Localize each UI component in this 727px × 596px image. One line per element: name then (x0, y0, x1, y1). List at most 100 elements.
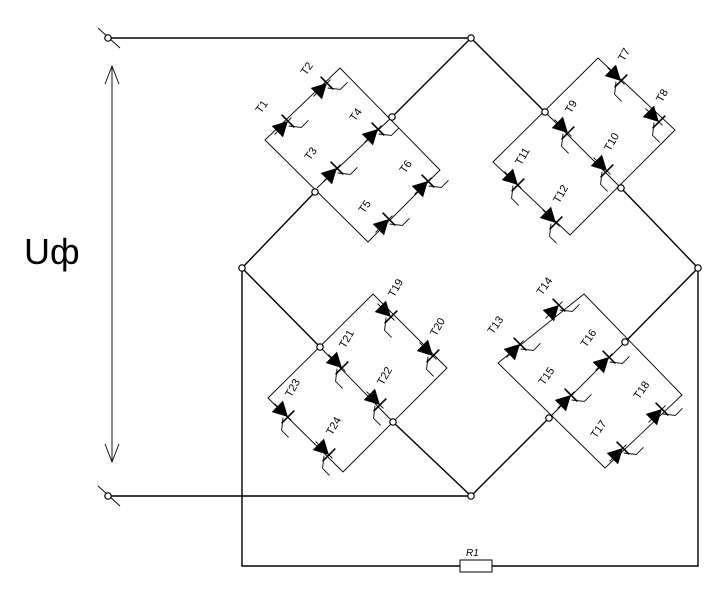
thyristor-triangle (551, 116, 568, 133)
thyristor-triangle (312, 438, 329, 455)
thyristor-gate (511, 185, 519, 206)
thyristor-t17 (606, 441, 644, 465)
thyristor-gate (378, 128, 399, 136)
thyristor-triangle (310, 83, 327, 100)
thyristor-t22 (363, 388, 387, 426)
thyristor-gate (335, 368, 343, 389)
thyristor-triangle (501, 168, 518, 185)
thyristor-t10 (590, 154, 614, 192)
thyristor-groups (264, 57, 683, 473)
thyristor-label: T6 (398, 158, 415, 175)
thyristor-t2 (310, 76, 348, 100)
thyristor-t13 (503, 337, 541, 361)
thyristor-label: T10 (602, 131, 622, 153)
thyristor-gate (281, 417, 289, 438)
thyristors: T1T2T3T4T5T6T7T8T9T10T11T12T13T14T15T16T… (254, 46, 683, 476)
thyristor-t3 (320, 161, 358, 185)
thyristor-gate (600, 171, 608, 192)
thyristor-gate (571, 394, 592, 402)
thyristor-triangle (374, 300, 391, 317)
thyristor-triangle (416, 339, 433, 356)
thyristor-gate (559, 304, 580, 312)
thyristor-label: T24 (324, 415, 344, 437)
thyristor-gate (373, 405, 381, 426)
main-wires (97, 27, 699, 567)
thyristor-t19 (374, 300, 398, 338)
thyristor-label: T21 (337, 328, 357, 350)
thyristor-label: T18 (632, 379, 653, 401)
thyristor-label: T7 (616, 46, 633, 63)
thyristor-triangle (320, 168, 337, 185)
thyristor-triangle (590, 154, 607, 171)
thyristor-t14 (542, 298, 580, 322)
thyristor-gate (549, 223, 557, 244)
thyristor-triangle (325, 351, 342, 368)
thyristor-t23 (271, 400, 295, 438)
thyristor-triangle (539, 206, 556, 223)
thyristor-triangle (642, 105, 659, 122)
thyristor-triangle (271, 121, 288, 138)
thyristor-triangle (363, 388, 380, 405)
thyristor-gate (609, 356, 630, 364)
thyristor-t20 (416, 339, 440, 377)
resistor-r1 (459, 559, 493, 573)
thyristor-t9 (551, 116, 575, 154)
thyristor-label: T9 (563, 98, 580, 115)
thyristor-t4 (361, 122, 399, 146)
thyristor-gate (288, 120, 309, 128)
thyristor-gate (389, 218, 410, 226)
thyristor-label: T1 (254, 98, 271, 115)
thyristor-t24 (312, 438, 336, 476)
thyristor-triangle (604, 64, 621, 81)
thyristor-label: T22 (375, 365, 395, 387)
thyristor-t16 (592, 350, 630, 374)
thyristor-gate (428, 180, 449, 188)
thyristor-label: T3 (303, 145, 320, 162)
thyristor-t15 (554, 388, 592, 412)
thyristor-label: T19 (386, 277, 406, 299)
thyristor-triangle (542, 305, 559, 322)
thyristor-t21 (325, 351, 349, 389)
thyristor-triangle (592, 357, 609, 374)
thyristor-label: T14 (535, 275, 556, 297)
thyristor-triangle (411, 181, 428, 198)
thyristor-label: T13 (486, 314, 507, 336)
voltage-label: Uф (24, 231, 80, 272)
thyristor-label: T8 (654, 87, 671, 104)
thyristor-triangle (271, 400, 288, 417)
thyristor-label: T16 (579, 327, 600, 349)
thyristor-gate (652, 122, 660, 143)
thyristor-triangle (372, 219, 389, 236)
thyristor-gate (561, 133, 569, 154)
thyristor-label: T4 (348, 106, 365, 123)
thyristor-label: T17 (589, 418, 610, 440)
thyristor-triangle (503, 344, 520, 361)
resistor-label: R1 (466, 548, 479, 559)
thyristor-gate (614, 81, 622, 102)
thyristor-t6 (411, 174, 449, 198)
thyristor-t18 (645, 402, 683, 426)
thyristor-gate (662, 408, 683, 416)
thyristor-label: T20 (428, 316, 448, 338)
thyristor-label: T11 (513, 146, 532, 168)
thyristor-label: T15 (537, 365, 558, 387)
thyristor-label: T2 (299, 60, 316, 77)
thyristor-gate (322, 455, 330, 476)
thyristor-gate (426, 356, 434, 377)
inner-wires (316, 111, 626, 423)
thyristor-gate (623, 447, 644, 455)
thyristor-label: T5 (357, 198, 374, 215)
thyristor-t7 (604, 64, 628, 102)
thyristor-gate (337, 167, 358, 175)
junction-nodes (104, 34, 702, 500)
thyristor-triangle (606, 448, 623, 465)
thyristor-triangle (645, 409, 662, 426)
voltage-arrow (104, 64, 120, 464)
thyristor-gate (327, 82, 348, 90)
thyristor-t5 (372, 212, 410, 236)
thyristor-t11 (501, 168, 525, 206)
thyristor-gate (384, 317, 392, 338)
thyristor-label: T12 (551, 183, 571, 205)
thyristor-triangle (554, 395, 571, 412)
